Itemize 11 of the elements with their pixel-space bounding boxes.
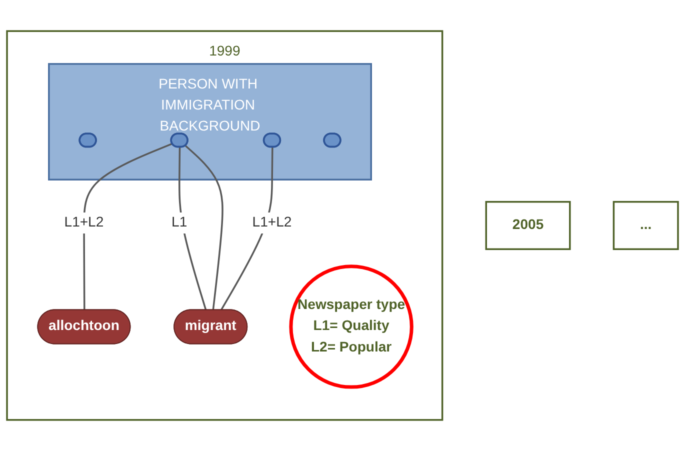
- edge-label: L1+L2: [252, 215, 292, 230]
- connector: [220, 147, 274, 310]
- connector: [178, 147, 207, 310]
- node-circle: Newspaper type L1= Quality L2= Popular: [289, 264, 414, 389]
- cluster: PERSON WITH IMMIGRATION BACKGROUND: [48, 63, 372, 180]
- edge-label: L1+L2: [64, 215, 104, 230]
- connector: [83, 142, 173, 310]
- connector: [184, 145, 224, 310]
- node-box: ...: [612, 200, 679, 250]
- node-box: 2005: [485, 200, 571, 250]
- edge-label: L1: [172, 215, 188, 230]
